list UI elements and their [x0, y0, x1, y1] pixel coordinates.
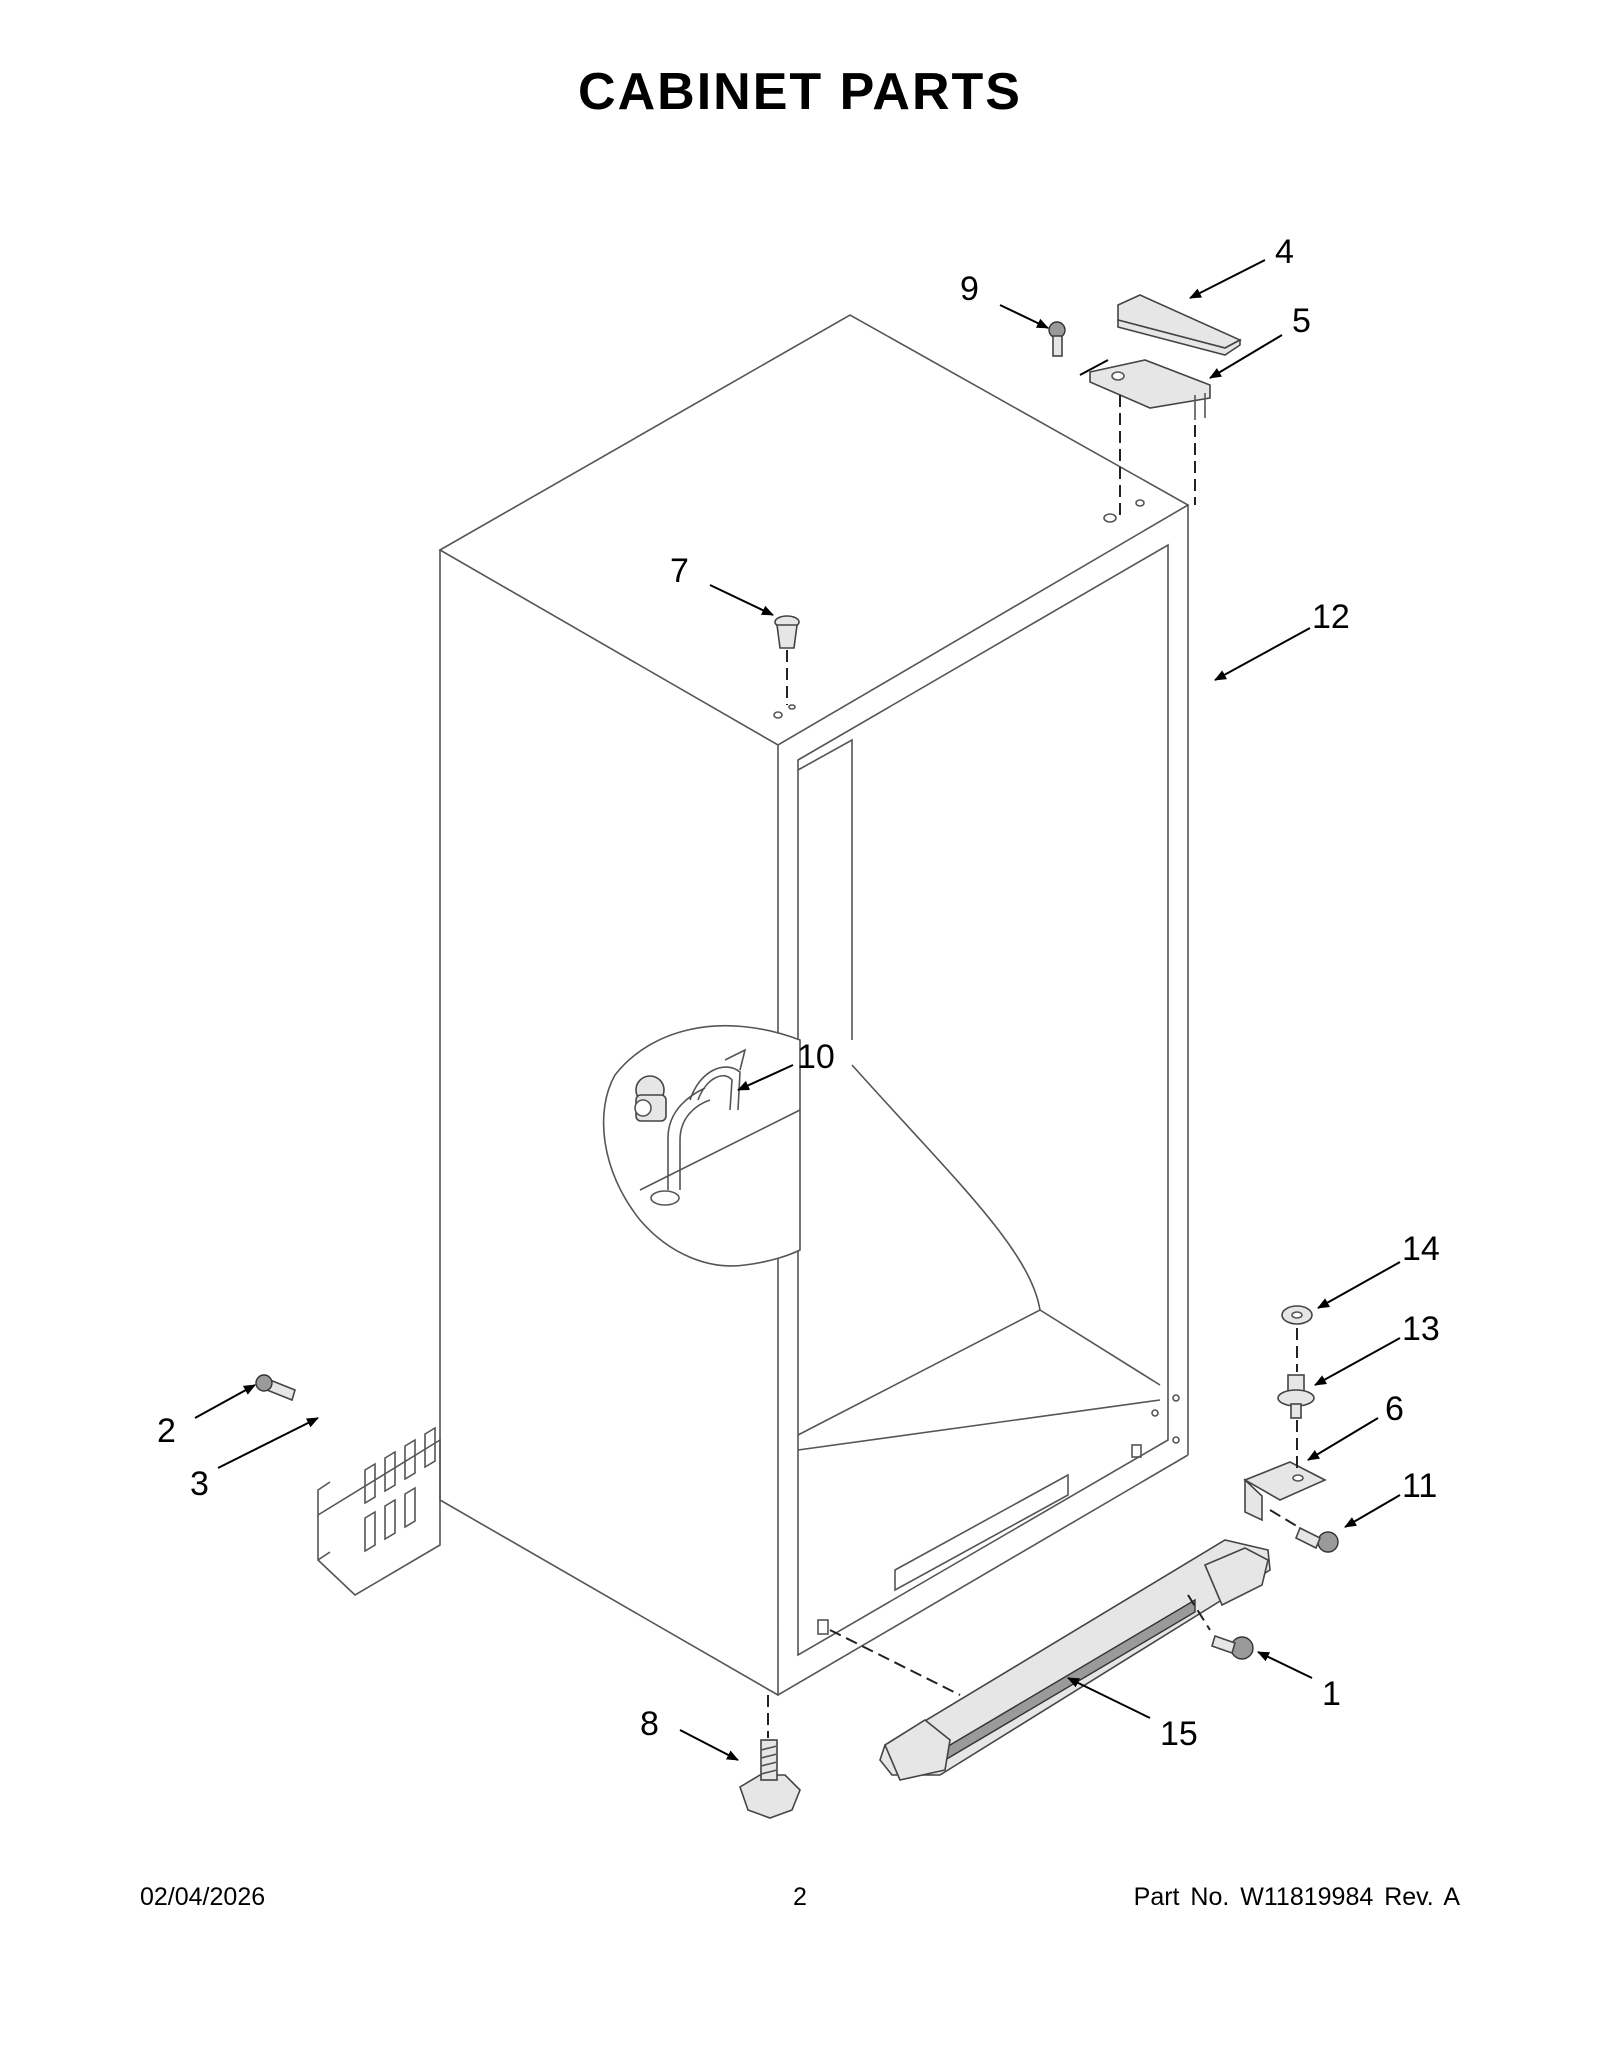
screw-bottom-hinge	[1294, 1526, 1339, 1553]
toe-grille	[879, 1539, 1271, 1781]
footer-page-number: 2	[793, 1883, 807, 1911]
callout-5: 5	[1292, 302, 1311, 340]
callout-2: 2	[157, 1412, 176, 1450]
callout-10: 10	[797, 1038, 835, 1076]
callout-11: 11	[1402, 1467, 1437, 1505]
callout-9: 9	[960, 270, 979, 308]
plug	[774, 615, 800, 649]
callout-arrows	[194, 259, 1401, 1761]
assembly-lines	[767, 395, 1301, 1738]
callout-labels: 4 5 9 7 12 10 14 13 6 11 1 15 8 2 3	[157, 233, 1440, 1753]
rear-grille-panel	[317, 1426, 441, 1596]
page-title: CABINET PARTS	[578, 63, 1022, 121]
callout-4: 4	[1275, 233, 1294, 271]
cabinet	[438, 314, 1190, 1697]
bottom-hinge	[1243, 1461, 1327, 1522]
callout-14: 14	[1402, 1230, 1440, 1268]
callout-1: 1	[1322, 1675, 1341, 1713]
hinge-cover	[1117, 294, 1242, 356]
callout-7: 7	[670, 552, 689, 590]
top-hinge	[1089, 359, 1211, 420]
water-fitting	[634, 1048, 747, 1190]
screw-toe-grille	[1211, 1634, 1254, 1660]
callout-6: 6	[1385, 1390, 1404, 1428]
footer-date: 02/04/2026	[140, 1883, 266, 1911]
footer-part-number: Part No. W11819984 Rev. A	[1133, 1883, 1460, 1911]
callout-15: 15	[1160, 1715, 1198, 1753]
screw-hinge	[1048, 321, 1109, 376]
hinge-pin	[1277, 1374, 1315, 1419]
washer	[1281, 1305, 1313, 1325]
leveling-leg	[739, 1739, 801, 1819]
screw-rear-panel	[255, 1374, 296, 1402]
callout-8: 8	[640, 1705, 659, 1743]
callout-3: 3	[190, 1465, 209, 1503]
callout-13: 13	[1402, 1310, 1440, 1348]
callout-12: 12	[1312, 598, 1350, 636]
